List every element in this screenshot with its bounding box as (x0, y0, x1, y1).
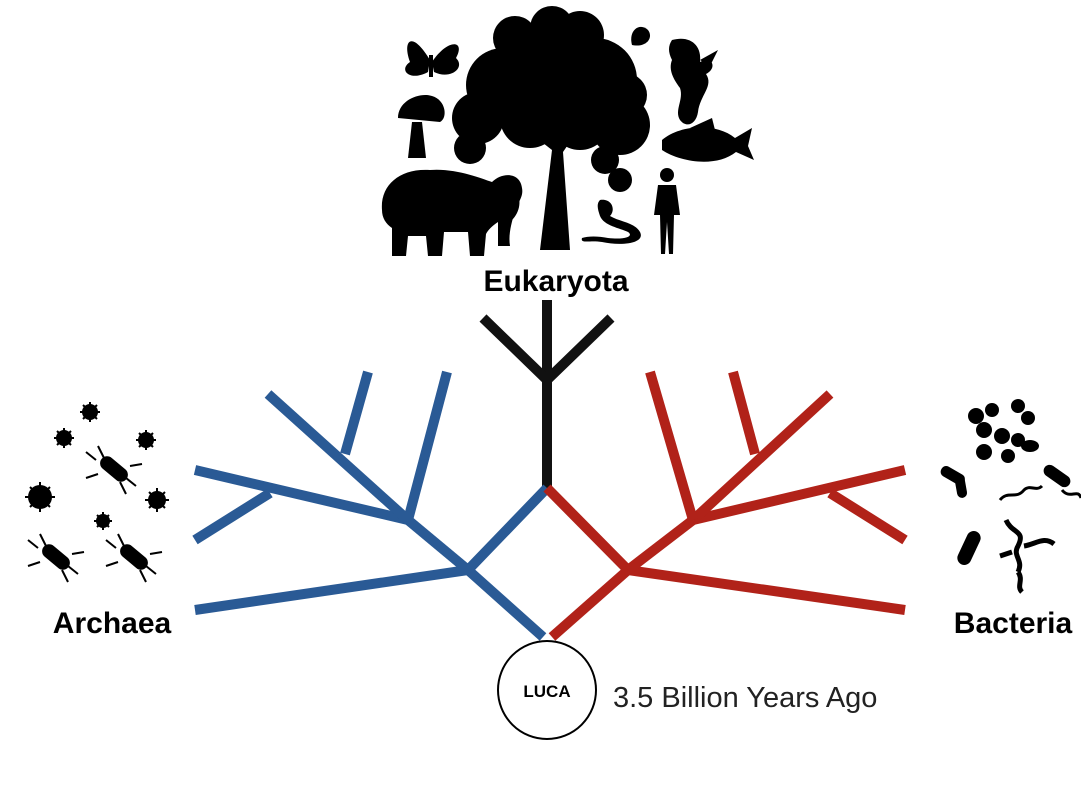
bacteria-organisms (939, 399, 1081, 592)
tailed-microbe-icon (28, 446, 162, 582)
eukaryota-branch (483, 300, 611, 488)
archaea-branch (195, 372, 547, 637)
mushroom-icon (398, 95, 445, 158)
bird-icon (669, 39, 718, 125)
eukaryota-organisms (382, 6, 754, 256)
human-icon (654, 168, 680, 254)
luca-node: LUCA (498, 641, 596, 739)
luca-label: LUCA (523, 682, 570, 701)
elephant-icon (382, 170, 522, 256)
filament-icon (1000, 520, 1054, 592)
archaea-label: Archaea (53, 607, 172, 640)
coccus-icon (968, 399, 1039, 463)
luca-age-caption: 3.5 Billion Years Ago (613, 682, 877, 714)
fish-icon (662, 118, 754, 162)
spirillum-icon (1000, 486, 1081, 500)
leaf-icon (631, 27, 650, 46)
snake-icon (582, 200, 641, 244)
eukaryota-label: Eukaryota (483, 265, 628, 298)
butterfly-icon (405, 41, 459, 77)
bacteria-branch (547, 372, 905, 637)
spiky-cell-icon (28, 404, 166, 528)
bacteria-label: Bacteria (954, 607, 1073, 640)
archaea-organisms (25, 402, 169, 582)
